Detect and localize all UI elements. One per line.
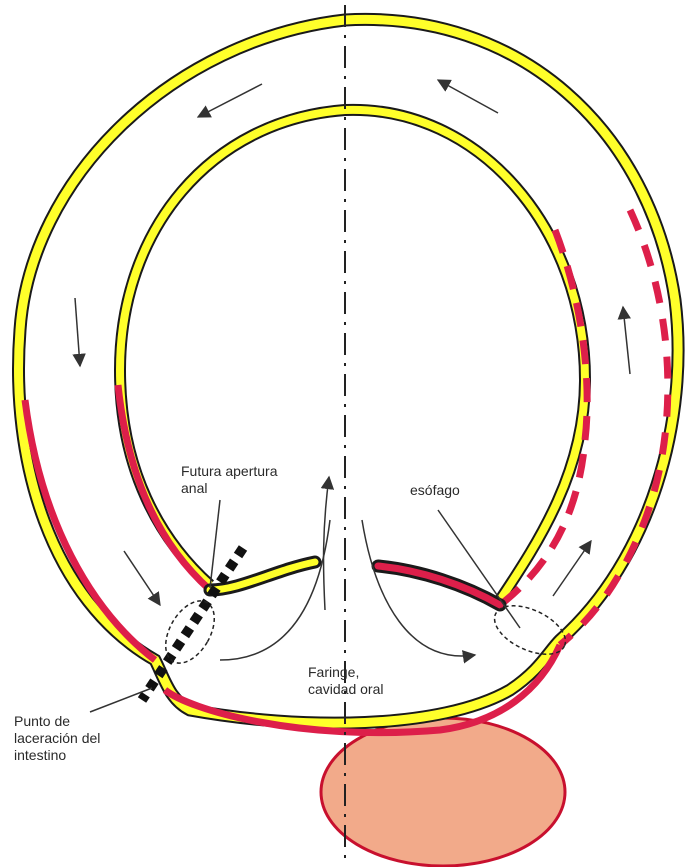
leader-futura	[210, 500, 220, 588]
yolk-sac	[321, 718, 565, 866]
arrow-left-down	[75, 298, 80, 366]
label-punto-laceracion: Punto de laceración del intestino	[14, 713, 100, 764]
arrow-right-up	[623, 307, 630, 374]
label-esofago: esófago	[410, 482, 460, 499]
label-futura-apertura-anal: Futura apertura anal	[181, 463, 278, 497]
inner-wall-yellow	[120, 110, 585, 600]
endoderm-right-inner	[500, 230, 587, 605]
leader-esofago	[438, 510, 520, 628]
arrow-right-lower	[553, 541, 591, 596]
label-faringe: Faringe, cavidad oral	[308, 664, 384, 698]
arrow-top-right	[438, 80, 498, 113]
arrow-top-left	[198, 84, 262, 117]
arrow-left-lower	[124, 551, 160, 605]
